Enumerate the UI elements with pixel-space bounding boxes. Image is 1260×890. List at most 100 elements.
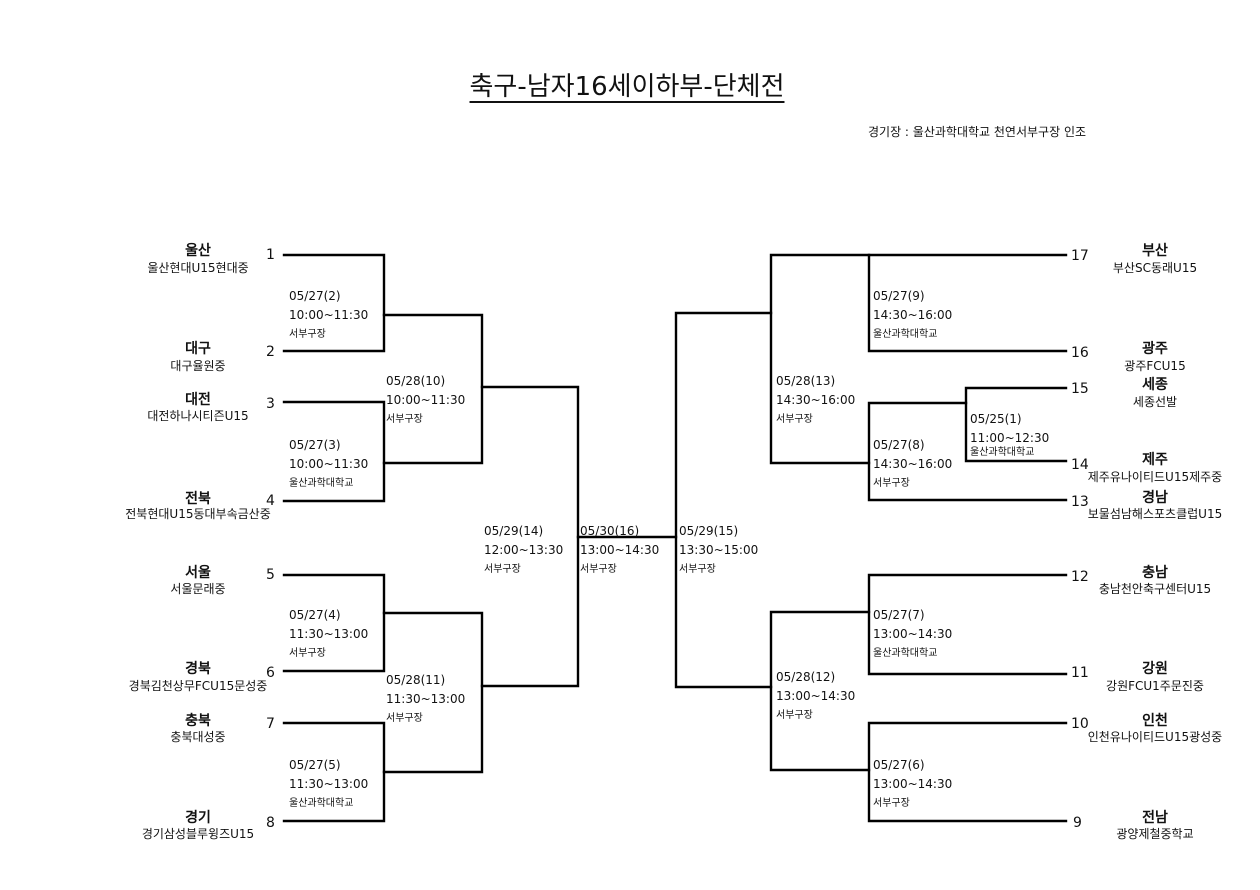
- team-region-label: 경기: [185, 810, 211, 826]
- bracket-line-right-r2-a: [769, 253, 871, 465]
- match-info: 05/27(2) 10:00~11:30 서부구장: [289, 287, 368, 344]
- team-seed-number: 15: [1071, 381, 1089, 397]
- team-name-label: 경북김천상무FCU15문성중: [128, 679, 268, 693]
- match-venue: 서부구장: [873, 478, 910, 489]
- match-info: 05/27(5) 11:30~13:00 울산과학대학교: [289, 756, 368, 813]
- match-time: 10:00~11:30: [289, 457, 369, 471]
- team-seed-number: 4: [266, 493, 275, 509]
- match-date: 05/27(7): [873, 608, 925, 622]
- team-region-label: 충북: [185, 713, 211, 729]
- match-info: 05/28(12) 13:00~14:30 서부구장: [776, 668, 855, 725]
- match-date: 05/27(5): [289, 758, 341, 772]
- bracket-line-right-r1-b: [867, 401, 1068, 502]
- bracket-line-left-r1-a: [282, 253, 386, 353]
- team-name-label: 강원FCU1주문진중: [1106, 679, 1204, 693]
- match-time: 13:00~14:30: [873, 627, 953, 641]
- venue-info: 경기장 : 울산과학대학교 천연서부구장 인조: [868, 125, 1087, 139]
- team-seed-number: 9: [1073, 815, 1082, 831]
- team-region-label: 경남: [1142, 490, 1168, 506]
- match-time: 11:30~13:00: [289, 627, 369, 641]
- match-info: 05/30(16) 13:00~14:30 서부구장: [580, 522, 659, 579]
- match-date: 05/27(3): [289, 438, 341, 452]
- match-venue: 서부구장: [873, 798, 910, 809]
- match-info: 05/27(9) 14:30~16:00 울산과학대학교: [873, 287, 952, 344]
- match-venue: 서부구장: [386, 414, 423, 425]
- team-name-label: 제주유나이티드U15제주중: [1087, 470, 1223, 484]
- match-venue: 서부구장: [679, 564, 716, 575]
- team-seed-number: 13: [1071, 494, 1089, 510]
- bracket-line-right-r2-b: [769, 610, 871, 772]
- team-seed-number: 6: [266, 665, 275, 681]
- team-region-label: 강원: [1142, 661, 1168, 677]
- team-region-label: 전북: [185, 491, 211, 507]
- bracket-line-right-r1-a: [867, 253, 1068, 353]
- match-venue: 울산과학대학교: [289, 478, 354, 489]
- team-region-label: 인천: [1142, 713, 1168, 729]
- bracket-line-right-sf: [674, 311, 773, 689]
- match-time: 13:30~15:00: [679, 543, 759, 557]
- team-seed-number: 16: [1071, 345, 1089, 361]
- match-venue: 서부구장: [776, 710, 813, 721]
- team-name-label: 광양제철중학교: [1116, 827, 1194, 841]
- team-seed-number: 14: [1071, 457, 1089, 473]
- match-date: 05/29(15): [679, 524, 739, 538]
- team-name-label: 세종선발: [1132, 395, 1178, 409]
- match-venue: 서부구장: [289, 329, 326, 340]
- team-name-label: 전북현대U15동대부속금산중: [125, 507, 271, 521]
- team-seed-number: 10: [1071, 716, 1089, 732]
- match-venue: 서부구장: [776, 414, 813, 425]
- team-region-label: 충남: [1142, 565, 1168, 581]
- team-name-label: 경기삼성블루윙즈U15: [141, 827, 255, 841]
- team-seed-number: 11: [1071, 665, 1089, 681]
- match-date: 05/29(14): [484, 524, 544, 538]
- team-seed-number: 12: [1071, 569, 1089, 585]
- match-time: 11:30~13:00: [386, 692, 466, 706]
- bracket-line-right-r1-d: [867, 721, 1068, 823]
- match-time: 13:00~14:30: [776, 689, 856, 703]
- match-date: 05/28(12): [776, 670, 836, 684]
- match-venue: 서부구장: [386, 713, 423, 724]
- bracket-line-left-r1-b: [282, 400, 386, 503]
- team-region-label: 부산: [1142, 243, 1168, 259]
- team-seed-number: 5: [266, 567, 275, 583]
- match-time: 11:00~12:30: [970, 431, 1050, 445]
- match-venue: 서부구장: [580, 564, 617, 575]
- team-region-label: 경북: [185, 661, 211, 677]
- match-time: 14:30~16:00: [873, 457, 953, 471]
- match-info: 05/27(7) 13:00~14:30 울산과학대학교: [873, 606, 952, 663]
- team-seed-number: 3: [266, 396, 275, 412]
- team-region-label: 전남: [1142, 810, 1168, 826]
- team-region-label: 광주: [1142, 341, 1168, 357]
- match-venue: 울산과학대학교: [289, 798, 354, 809]
- bracket-line-left-r2-a: [382, 313, 484, 465]
- team-seed-number: 8: [266, 815, 275, 831]
- match-date: 05/28(11): [386, 673, 446, 687]
- team-region-label: 세종: [1142, 377, 1168, 393]
- match-time: 12:00~13:30: [484, 543, 564, 557]
- bracket-line-left-r1-c: [282, 573, 386, 673]
- bracket-line-right-r1-c: [867, 573, 1068, 676]
- match-venue: 서부구장: [289, 648, 326, 659]
- match-time: 13:00~14:30: [873, 777, 953, 791]
- match-info: 05/25(1) 11:00~12:30 울산과학대학교: [970, 410, 1050, 458]
- match-info: 05/29(14) 12:00~13:30 서부구장: [484, 522, 563, 579]
- match-time: 13:00~14:30: [580, 543, 660, 557]
- match-venue: 울산과학대학교: [873, 648, 938, 659]
- team-name-label: 대구율원중: [170, 359, 226, 373]
- team-region-label: 울산: [185, 243, 211, 259]
- match-venue: 서부구장: [484, 564, 521, 575]
- team-name-label: 충북대성중: [170, 730, 226, 744]
- team-name-label: 울산현대U15현대중: [147, 261, 249, 275]
- match-date: 05/27(9): [873, 289, 925, 303]
- match-date: 05/27(4): [289, 608, 341, 622]
- team-name-label: 인천유나이티드U15광성중: [1087, 730, 1223, 744]
- match-info: 05/28(13) 14:30~16:00 서부구장: [776, 372, 855, 429]
- team-region-label: 대구: [185, 341, 211, 357]
- team-seed-number: 1: [266, 247, 275, 263]
- match-info: 05/28(10) 10:00~11:30 서부구장: [386, 372, 465, 429]
- team-name-label: 보물섬남해스포츠클럽U15: [1087, 507, 1223, 521]
- match-date: 05/27(8): [873, 438, 925, 452]
- match-date: 05/25(1): [970, 412, 1022, 426]
- team-region-label: 제주: [1142, 452, 1168, 468]
